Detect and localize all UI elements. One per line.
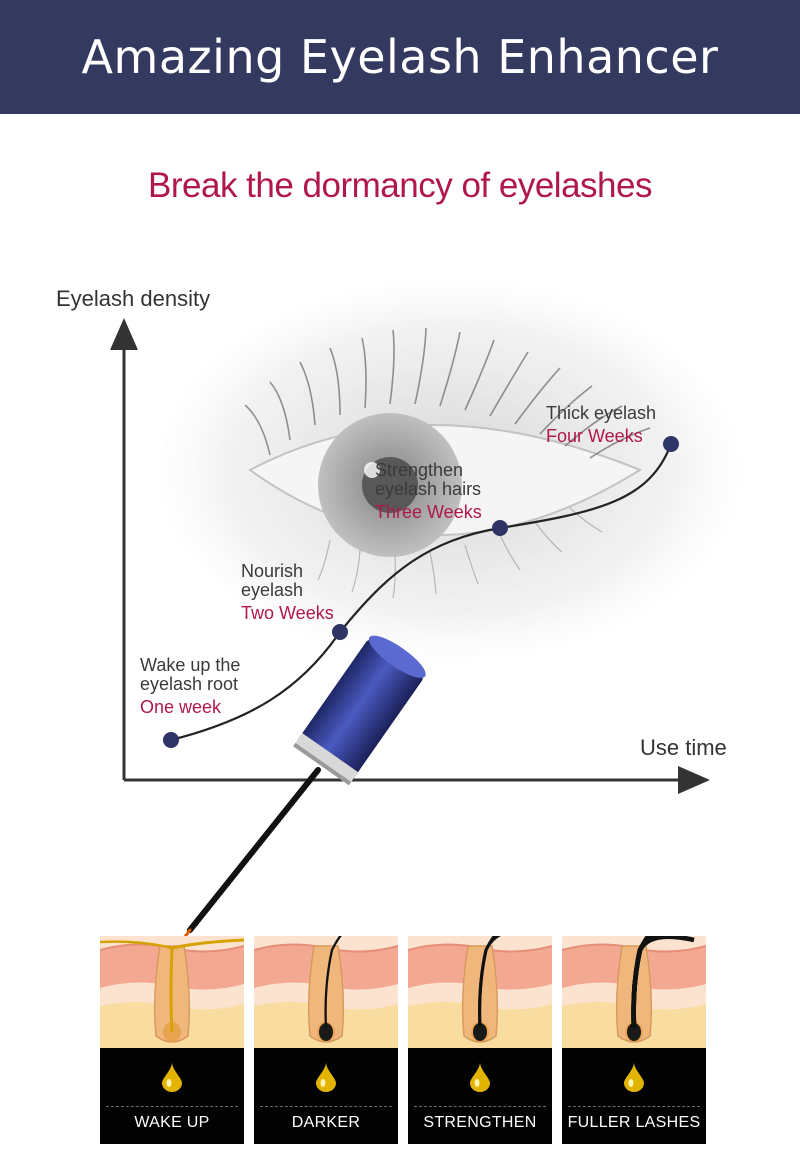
stage-text: Nourish [241, 561, 304, 581]
axes [110, 318, 710, 794]
panel-caption: DARKER [291, 1114, 361, 1131]
skin-cross-section [408, 936, 552, 1048]
stage-time: Two Weeks [241, 603, 334, 623]
stage-point [163, 732, 179, 748]
hair-root [473, 1023, 487, 1041]
stage-text: Wake up the [140, 655, 241, 675]
oil-drop-icon [470, 1062, 490, 1092]
skin-cross-section [100, 936, 244, 1048]
dashed-divider [568, 1106, 700, 1107]
stage-text: eyelash root [140, 674, 239, 694]
serum-flow [169, 938, 244, 1033]
eyelash-hair [478, 936, 502, 1029]
stage-text: Strengthen [375, 460, 464, 480]
stage-panels: WAKE UP DARKER STRENGTHEN [100, 936, 706, 1144]
stage-point [663, 436, 679, 452]
stage-label-3: Strengthen eyelash hairs Three Weeks [375, 461, 482, 522]
growth-curve [170, 443, 673, 742]
stage-text: Thick eyelash [546, 403, 657, 423]
stage-time: One week [140, 697, 222, 717]
hair-root [627, 1023, 641, 1041]
caption-box: DARKER [254, 1048, 398, 1144]
stage-panel: FULLER LASHES [562, 936, 706, 1144]
dashed-divider [414, 1106, 546, 1107]
stage-time: Three Weeks [375, 502, 482, 522]
skin-cross-section [254, 936, 398, 1048]
header-banner: Amazing Eyelash Enhancer [0, 0, 800, 114]
dashed-divider [106, 1106, 238, 1107]
caption-box: FULLER LASHES [562, 1048, 706, 1144]
eyelash-hair [324, 936, 342, 1029]
x-axis-label: Use time [640, 735, 727, 760]
hair-root [319, 1023, 333, 1041]
stage-text: eyelash [241, 580, 304, 600]
skin-cross-section [562, 936, 706, 1048]
panel-caption: WAKE UP [134, 1114, 210, 1131]
oil-drop-icon [162, 1062, 182, 1092]
caption-box: STRENGTHEN [408, 1048, 552, 1144]
stage-point [492, 520, 508, 536]
y-axis-label: Eyelash density [56, 286, 211, 311]
serum-flow [100, 940, 173, 950]
oil-drop-icon [624, 1062, 644, 1092]
stage-panel: STRENGTHEN [408, 936, 552, 1144]
stage-time: Four Weeks [546, 426, 643, 446]
eye-illustration [160, 280, 740, 660]
subtitle: Break the dormancy of eyelashes [148, 166, 652, 205]
stage-point [332, 624, 348, 640]
dashed-divider [260, 1106, 392, 1107]
panel-caption: FULLER LASHES [567, 1114, 701, 1131]
stage-label-2: Nourish eyelash Two Weeks [241, 562, 334, 623]
eyelash-hair [631, 936, 695, 1029]
panel-caption: STRENGTHEN [423, 1114, 537, 1131]
stage-label-4: Thick eyelash Four Weeks [546, 404, 656, 446]
stage-panel: DARKER [254, 936, 398, 1144]
stage-label-1: Wake up the eyelash root One week [140, 656, 240, 717]
caption-box: WAKE UP [100, 1048, 244, 1144]
stage-panel: WAKE UP [100, 936, 244, 1144]
page-title: Amazing Eyelash Enhancer [81, 30, 719, 84]
stage-text: eyelash hairs [375, 479, 482, 499]
serum-wand [170, 635, 426, 956]
oil-drop-icon [316, 1062, 336, 1092]
